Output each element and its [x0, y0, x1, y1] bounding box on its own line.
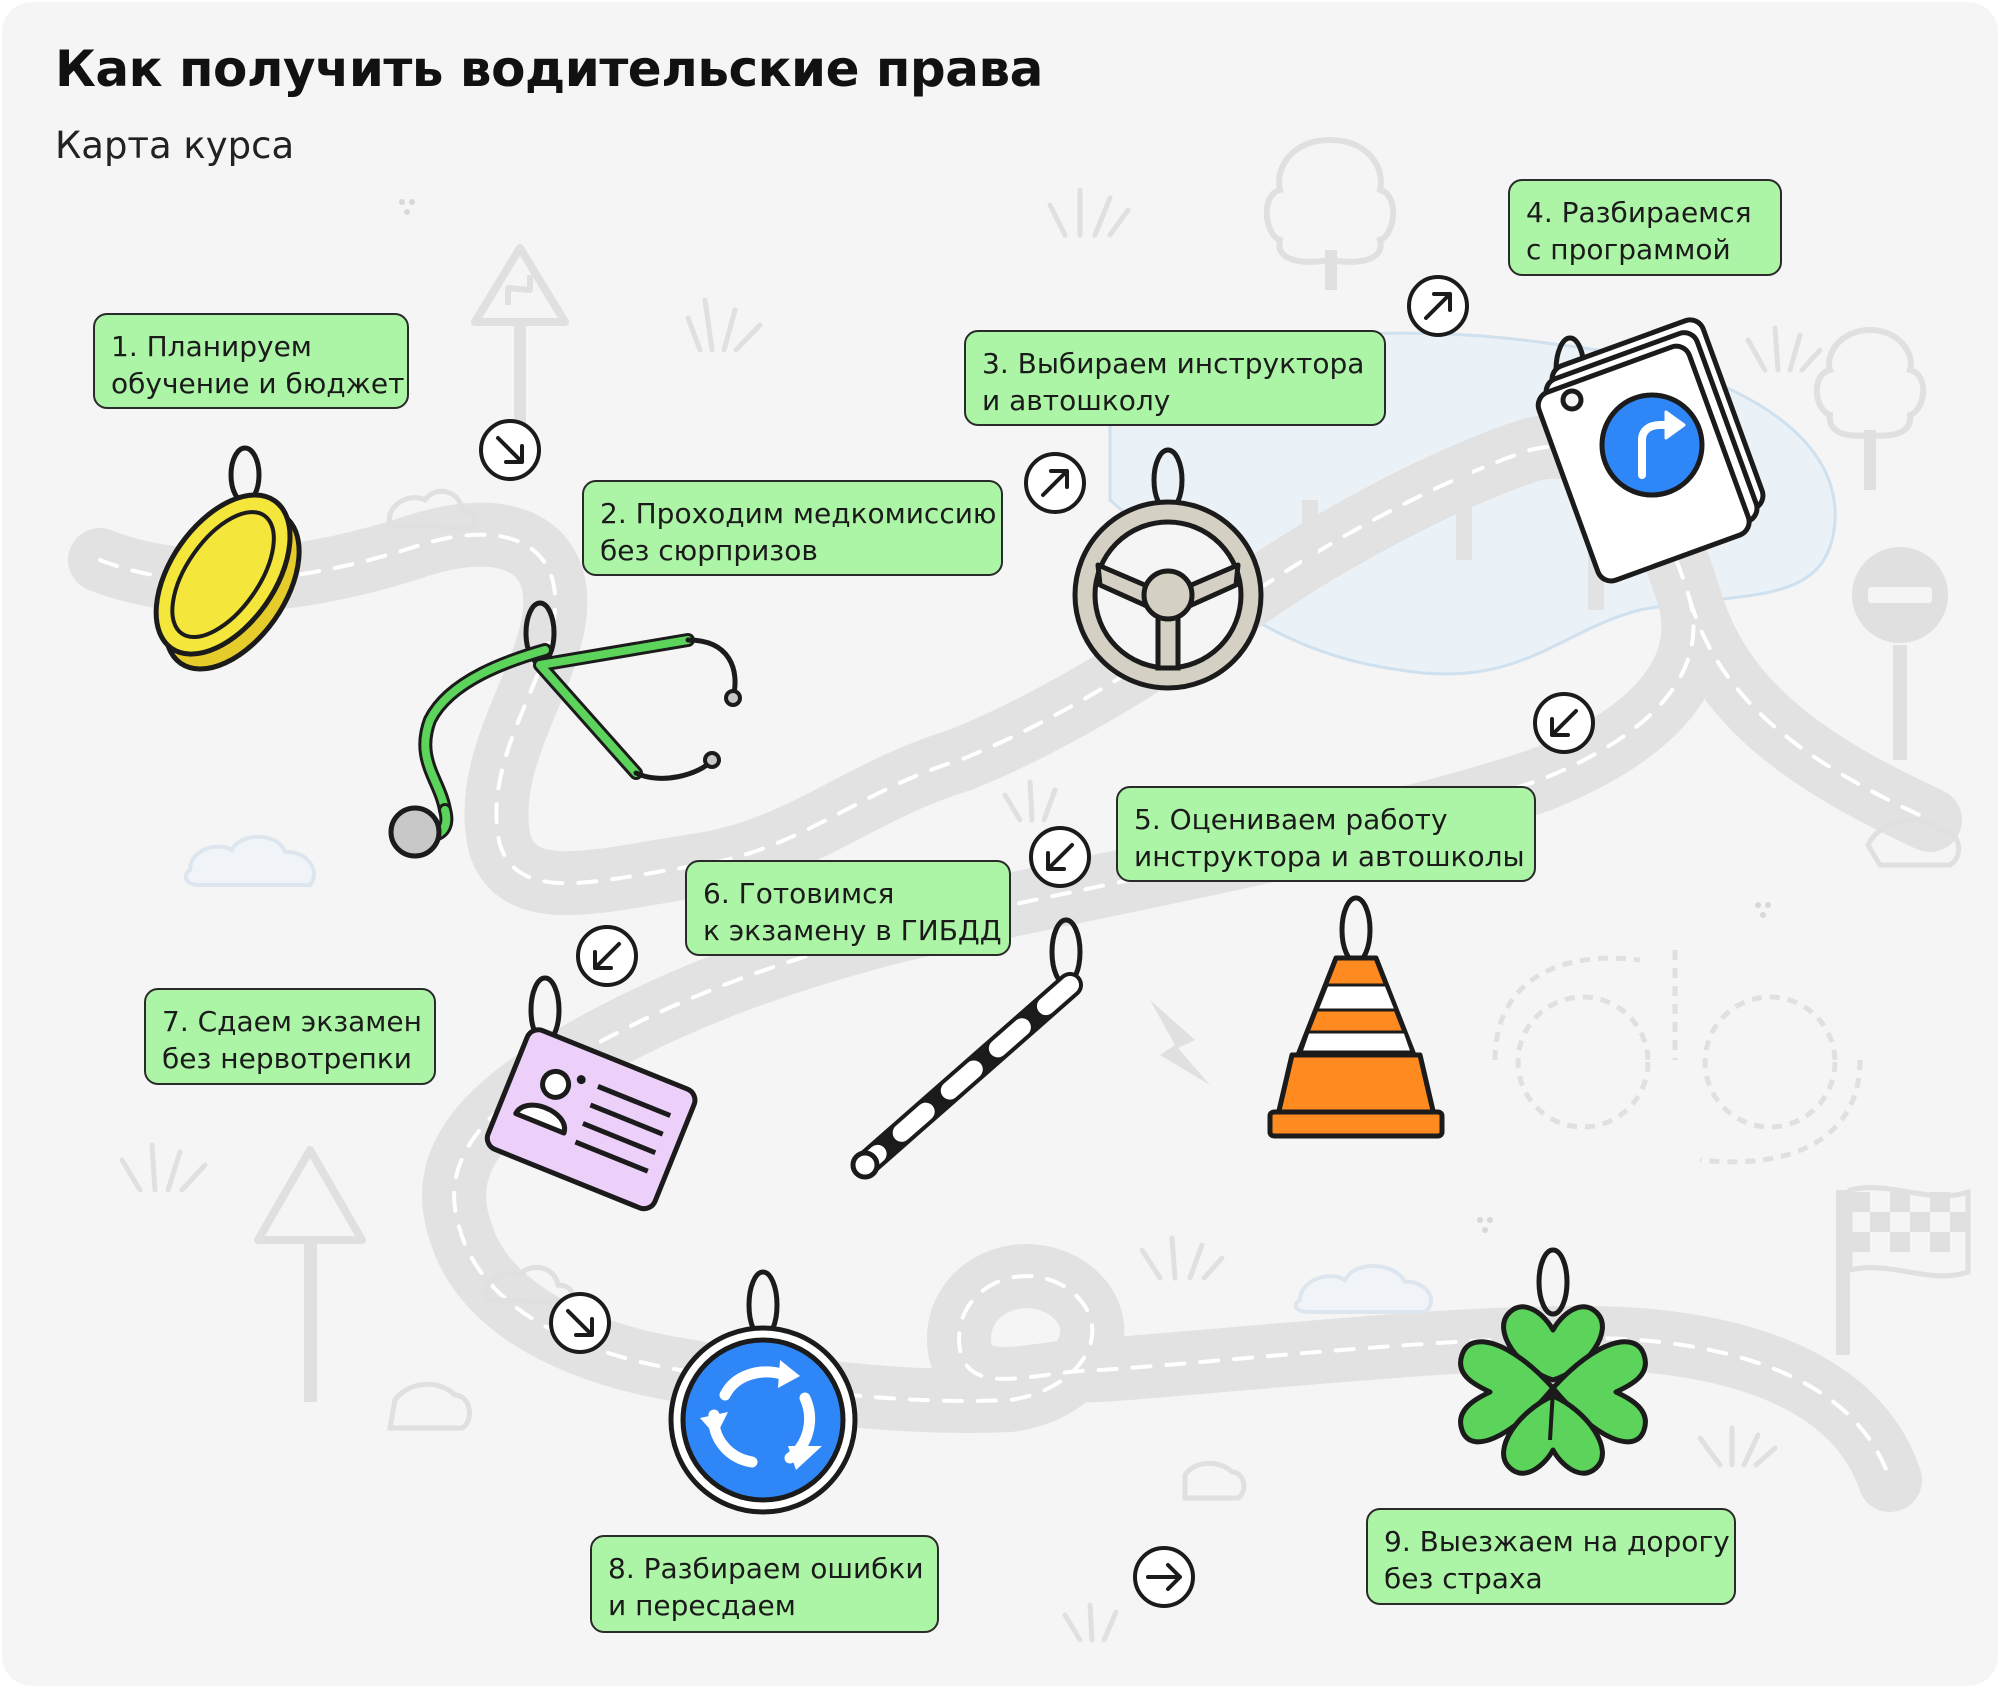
roundabout-sign-icon — [668, 1269, 858, 1515]
direction-arrow-icon — [1407, 275, 1469, 337]
step-2-line-2: без сюрпризов — [600, 534, 818, 567]
page-subtitle: Карта курса — [55, 124, 295, 167]
tree-icon — [1813, 326, 1927, 490]
stethoscope-icon — [388, 600, 742, 859]
police-baton-icon — [850, 917, 1083, 1180]
step-9-drive: 9. Выезжаем на дорогу без страха — [1366, 1508, 1736, 1605]
step-6-line-2: к экзамену в ГИБДД — [703, 914, 1002, 947]
step-5-line-1: 5. Оцениваем работу — [1134, 803, 1448, 836]
step-9-line-1: 9. Выезжаем на дорогу — [1384, 1525, 1730, 1558]
step-5-evaluate: 5. Оцениваем работу инструктора и автошк… — [1116, 786, 1536, 882]
clover-icon — [1458, 1247, 1648, 1476]
coin-icon — [153, 445, 302, 672]
step-1-line-1: 1. Планируем — [111, 330, 312, 363]
step-1-planning: 1. Планируем обучение и бюджет — [93, 313, 409, 409]
step-9-line-2: без страха — [1384, 1562, 1543, 1595]
tree-icon — [1263, 136, 1397, 290]
step-7-line-1: 7. Сдаем экзамен — [162, 1005, 422, 1038]
step-2-medical: 2. Проходим медкомиссию без сюрпризов — [582, 480, 1003, 576]
step-8-line-1: 8. Разбираем ошибки — [608, 1552, 924, 1585]
step-3-line-2: и автошколу — [982, 384, 1171, 417]
step-4-line-2: с программой — [1526, 233, 1731, 266]
step-7-line-2: без нервотрепки — [162, 1042, 412, 1075]
direction-arrow-icon — [1024, 452, 1086, 514]
direction-arrow-icon — [1533, 692, 1595, 754]
finish-flag-icon — [1836, 1185, 1971, 1355]
step-6-line-1: 6. Готовимся — [703, 877, 895, 910]
direction-arrow-icon — [1029, 826, 1091, 888]
step-8-line-2: и пересдаем — [608, 1589, 796, 1622]
step-1-line-2: обучение и бюджет — [111, 367, 405, 400]
dots-icon — [399, 199, 1771, 1233]
traffic-cone-icon — [1267, 895, 1445, 1139]
lightning-icon — [1150, 1000, 1210, 1085]
steering-wheel-icon — [1072, 447, 1264, 691]
page-title: Как получить водительские права — [55, 40, 1043, 98]
road-sign-cards-icon — [1535, 317, 1766, 584]
step-4-program: 4. Разбираемся с программой — [1508, 179, 1782, 276]
step-2-line-1: 2. Проходим медкомиссию — [600, 497, 997, 530]
direction-arrow-icon — [479, 419, 541, 481]
step-3-line-1: 3. Выбираем инструктора — [982, 347, 1365, 380]
road — [68, 414, 1962, 1512]
direction-arrow-icon — [549, 1292, 611, 1354]
id-card-icon — [484, 975, 698, 1212]
direction-arrow-icon — [576, 925, 638, 987]
direction-arrow-icon — [1133, 1546, 1195, 1608]
cloud-icon — [183, 834, 1433, 1314]
step-6-prepare: 6. Готовимся к экзамену в ГИБДД — [685, 860, 1011, 956]
parking-marks-icon — [1492, 950, 1863, 1165]
step-8-retake: 8. Разбираем ошибки и пересдаем — [590, 1535, 939, 1633]
step-3-instructor: 3. Выбираем инструктора и автошколу — [964, 330, 1386, 426]
step-5-line-2: инструктора и автошколы — [1134, 840, 1525, 873]
no-entry-sign-icon — [1852, 547, 1948, 760]
grass-icon — [119, 187, 1823, 1643]
falling-rocks-sign-icon — [254, 1146, 366, 1402]
step-4-line-1: 4. Разбираемся — [1526, 196, 1752, 229]
winding-road-sign-icon — [471, 244, 569, 435]
step-7-exam: 7. Сдаем экзамен без нервотрепки — [144, 988, 436, 1085]
